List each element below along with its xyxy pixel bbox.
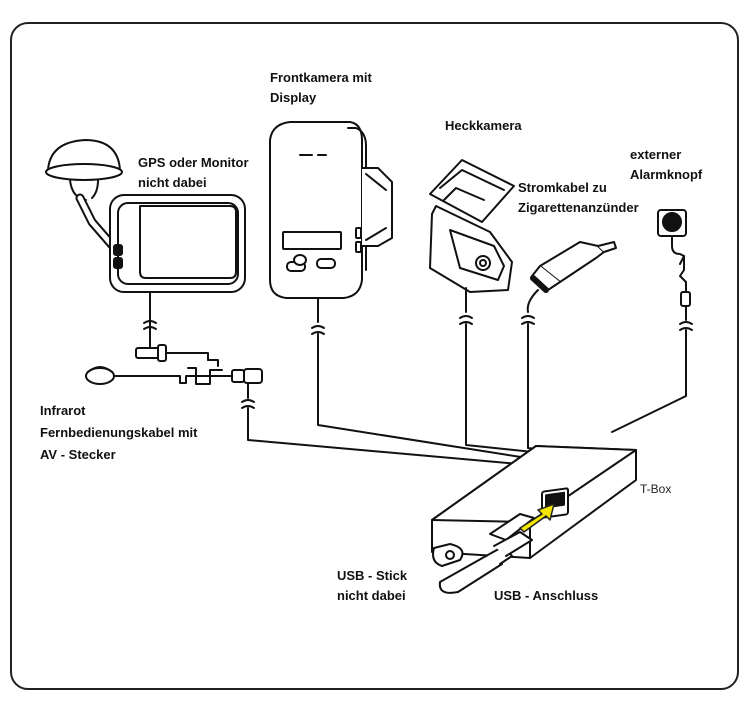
front-camera-label: Frontkamera mit Display: [270, 70, 372, 105]
rear-camera-label: Heckkamera: [445, 118, 522, 133]
ir-remote-cable: [85, 366, 531, 466]
usb-port-label: USB - Anschluss: [494, 588, 599, 603]
usb-stick-device: [438, 531, 533, 594]
ir-cable-label: Infrarot Fernbedienungskabel mit AV - St…: [40, 403, 198, 462]
alarm-button-device: [611, 209, 693, 433]
insert-arrow: [519, 503, 555, 533]
t-box-label: T-Box: [640, 482, 672, 496]
diagram-frame: [10, 22, 739, 690]
front-camera-device: [269, 121, 541, 461]
rear-camera-device: [429, 159, 553, 455]
t-box-device: [431, 445, 637, 567]
gps-monitor-device: [45, 139, 246, 319]
power-cable-label: Stromkabel zu Zigarettenanzünder: [518, 180, 639, 215]
usb-stick-label: USB - Stick nicht dabei: [337, 568, 408, 603]
gps-cable: [135, 317, 219, 367]
alarm-button-label: externer Alarmknopf: [630, 147, 703, 182]
power-cable: [521, 241, 617, 453]
gps-monitor-label: GPS oder Monitor nicht dabei: [138, 155, 249, 190]
